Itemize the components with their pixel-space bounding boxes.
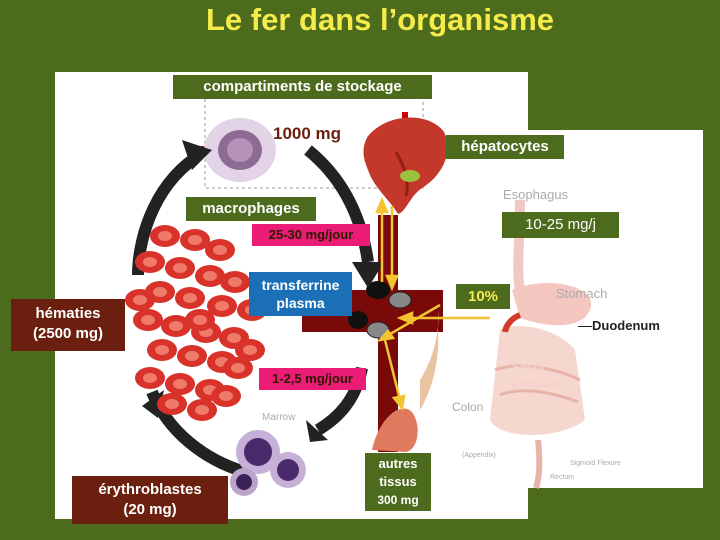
anatomy-label-stomach: Stomach bbox=[556, 286, 608, 301]
arrowhead-icon bbox=[182, 140, 212, 170]
anatomy-label-appendix: (Appendix) bbox=[462, 452, 496, 459]
transferrin-line-2: plasma bbox=[276, 295, 325, 311]
macrophages-label: macrophages bbox=[186, 197, 316, 221]
red-blood-cell-center bbox=[203, 271, 217, 281]
anatomy-label-marrow: Marrow bbox=[262, 412, 296, 423]
transferrin-line-1: transferrine bbox=[261, 277, 340, 293]
hematies-label: hématies (2500 mg) bbox=[11, 299, 125, 351]
erythroblasts-line-1: érythroblastes bbox=[98, 481, 202, 498]
slide-title: Le fer dans l’organisme bbox=[206, 2, 554, 37]
red-blood-cell-center bbox=[153, 287, 167, 297]
anatomy-label-colon: Colon bbox=[452, 400, 484, 414]
erythroblasts-label: érythroblastes (20 mg) bbox=[72, 476, 228, 524]
red-blood-cell-center bbox=[193, 315, 207, 325]
red-blood-cells-image bbox=[125, 225, 267, 421]
red-blood-cell-center bbox=[141, 315, 155, 325]
hepatocytes-label: hépatocytes bbox=[446, 135, 564, 159]
red-blood-cell-center bbox=[185, 351, 199, 361]
transferrin-molecules bbox=[348, 281, 412, 339]
arrowhead-icon bbox=[142, 390, 164, 418]
red-blood-cell-center bbox=[219, 391, 233, 401]
digestive-system-image bbox=[490, 199, 592, 489]
tissues-label: autres tissus 300 mg bbox=[365, 453, 431, 511]
red-blood-cell-center bbox=[183, 293, 197, 303]
anatomy-label-duodenum: Duodenum bbox=[592, 318, 660, 333]
transfer-in-label: 25-30 mg/jour bbox=[252, 224, 370, 246]
red-blood-cell-center bbox=[143, 373, 157, 383]
storage-label: compartiments de stockage bbox=[173, 75, 432, 99]
erythroblasts-image bbox=[230, 430, 306, 496]
tissues-line-2: tissus bbox=[379, 474, 417, 489]
red-blood-cell-center bbox=[243, 345, 257, 355]
tissues-line-3: 300 mg bbox=[377, 493, 419, 507]
anatomy-label-small: Small bbox=[512, 360, 545, 374]
storage-amount: 1000 mg bbox=[273, 124, 342, 143]
red-blood-cell-center bbox=[188, 235, 202, 245]
anatomy-label-rectum: Rectum bbox=[550, 474, 575, 481]
red-blood-cell-center bbox=[173, 379, 187, 389]
anatomy-label-intestine: intestine bbox=[512, 376, 562, 390]
red-blood-cell-center bbox=[143, 257, 157, 267]
yellow-flow-arrows bbox=[375, 196, 490, 411]
erythroblasts-line-2: (20 mg) bbox=[123, 501, 177, 518]
hematies-line-2: (2500 mg) bbox=[32, 325, 104, 342]
anatomy-label-esophagus: Esophagus bbox=[503, 187, 569, 202]
tissue-image bbox=[372, 310, 439, 452]
red-blood-cell-center bbox=[158, 231, 172, 241]
macrophage-cell-image bbox=[204, 118, 276, 182]
duodenum-pointer-line bbox=[578, 326, 592, 327]
red-blood-cell-center bbox=[133, 295, 147, 305]
transferrin-label: transferrine plasma bbox=[249, 272, 352, 316]
red-blood-cell-center bbox=[228, 277, 242, 287]
red-blood-cell-center bbox=[165, 399, 179, 409]
red-blood-cell-center bbox=[155, 345, 169, 355]
hematies-line-1: hématies bbox=[35, 305, 101, 322]
red-blood-cell-center bbox=[195, 405, 209, 415]
liver-flow-label: 10-25 mg/j bbox=[502, 212, 619, 238]
anatomy-label-sigmoid: Sigmoid Flexure bbox=[570, 460, 621, 467]
liver-image bbox=[363, 117, 448, 214]
arrowhead-icon bbox=[352, 262, 384, 288]
arrowhead-icon bbox=[306, 420, 328, 442]
absorption-label: 10% bbox=[456, 284, 510, 309]
transfer-out-label: 1-2,5 mg/jour bbox=[259, 368, 366, 390]
tissues-line-1: autres bbox=[378, 456, 418, 471]
red-blood-cell-center bbox=[231, 363, 245, 373]
storage-handle-icon bbox=[402, 112, 408, 118]
red-blood-cell-center bbox=[173, 263, 187, 273]
red-blood-cell-center bbox=[215, 301, 229, 311]
red-blood-cell-center bbox=[213, 245, 227, 255]
red-blood-cell-center bbox=[227, 333, 241, 343]
red-blood-cell-center bbox=[169, 321, 183, 331]
